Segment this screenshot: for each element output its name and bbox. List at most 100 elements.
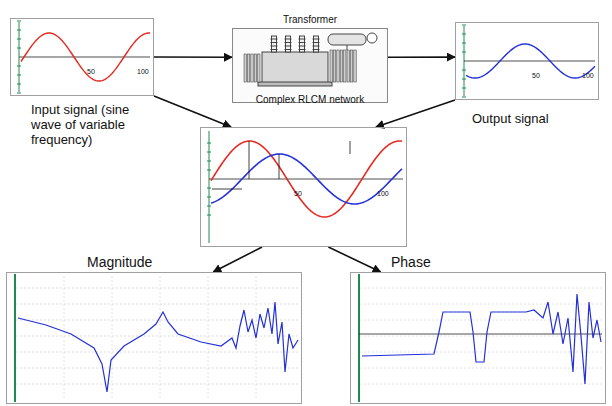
tick bbox=[207, 152, 211, 153]
measure-line bbox=[279, 154, 280, 179]
phase-curve bbox=[362, 294, 601, 384]
flow-arrow bbox=[213, 247, 262, 272]
phase-plot-drawing bbox=[350, 272, 606, 404]
grid-line bbox=[360, 336, 602, 337]
measure-line bbox=[212, 189, 242, 190]
tick bbox=[207, 161, 211, 162]
tick bbox=[462, 79, 466, 80]
measure-line bbox=[249, 141, 250, 179]
grid-line bbox=[360, 352, 602, 353]
magnitude-curve bbox=[18, 302, 298, 392]
signal-label: Input signal (sine wave of variable freq… bbox=[31, 103, 143, 148]
grid-line bbox=[360, 384, 602, 385]
tick bbox=[462, 97, 466, 98]
comparison-chart: 50 100 bbox=[200, 127, 407, 247]
measure-line bbox=[350, 141, 351, 154]
tick bbox=[17, 21, 21, 22]
flow-arrow bbox=[388, 56, 455, 58]
tick bbox=[207, 170, 211, 171]
box-ground bbox=[232, 28, 388, 103]
axis-tick: 50 bbox=[532, 64, 540, 82]
input-signal-chart-drawing bbox=[10, 18, 154, 96]
tick bbox=[462, 70, 466, 71]
axis-tick: 50 bbox=[294, 182, 302, 200]
x-axis bbox=[464, 61, 595, 62]
input-sine bbox=[21, 33, 150, 81]
tick bbox=[462, 25, 466, 26]
y-axis bbox=[358, 274, 360, 402]
tick bbox=[17, 30, 21, 31]
axis-tick: 100 bbox=[582, 72, 594, 80]
phase-plot: Phase bbox=[350, 272, 606, 404]
grid-line bbox=[360, 368, 602, 369]
axis-tick: 50 bbox=[294, 190, 302, 198]
plot-heading: Magnitude bbox=[87, 253, 152, 271]
tick bbox=[17, 39, 21, 40]
tick bbox=[462, 43, 466, 44]
tick bbox=[17, 66, 21, 67]
grid-line bbox=[112, 276, 113, 400]
flow-arrow bbox=[154, 56, 232, 58]
output-sine bbox=[466, 44, 595, 78]
grid-line bbox=[64, 276, 65, 400]
signal-label: Output signal bbox=[472, 109, 549, 127]
transformer-box: TransformerComplex RLCM network bbox=[232, 28, 388, 103]
grid-line bbox=[360, 288, 602, 289]
output-signal-chart: Output signal50100 bbox=[455, 22, 599, 100]
tick bbox=[462, 88, 466, 89]
tick bbox=[17, 48, 21, 49]
axis-tick: 50 bbox=[532, 72, 540, 80]
plot-ground bbox=[10, 18, 154, 96]
signal-label: Output signal bbox=[472, 112, 549, 127]
tick bbox=[207, 206, 211, 207]
input-signal-chart: Input signal (sine wave of variable freq… bbox=[10, 18, 154, 96]
axis-tick: 100 bbox=[582, 64, 594, 82]
y-axis bbox=[209, 131, 210, 243]
axis-tick: 100 bbox=[137, 68, 149, 76]
magnitude-plot-drawing bbox=[6, 272, 302, 404]
flow-arrow bbox=[328, 247, 380, 272]
transformer-illustration bbox=[244, 33, 377, 86]
axis-tick: 100 bbox=[137, 60, 149, 78]
box-caption: Complex RLCM network bbox=[233, 89, 387, 107]
axis-tick: 100 bbox=[377, 190, 389, 198]
tick bbox=[17, 84, 21, 85]
x-axis bbox=[209, 179, 403, 180]
tick bbox=[207, 197, 211, 198]
plot-ground bbox=[455, 22, 599, 100]
magnitude-plot: Magnitude bbox=[6, 272, 302, 404]
tick bbox=[17, 93, 21, 94]
flow-arrow bbox=[154, 96, 231, 127]
y-axis bbox=[14, 274, 16, 402]
comparison-chart-drawing bbox=[200, 127, 407, 247]
axis-tick: 50 bbox=[87, 68, 95, 76]
plot-ground bbox=[200, 127, 407, 247]
plot-heading: Phase bbox=[391, 253, 431, 271]
tick bbox=[207, 215, 211, 216]
plot-heading: Phase bbox=[391, 254, 431, 270]
box-title: Transformer bbox=[283, 14, 337, 26]
signal-label: Input signal (sine wave of variable freq… bbox=[31, 103, 143, 148]
box-caption: Complex RLCM network bbox=[256, 94, 364, 106]
grid-line bbox=[360, 304, 602, 305]
tick bbox=[207, 188, 211, 189]
plot-heading: Magnitude bbox=[87, 254, 152, 270]
output-signal-chart-drawing bbox=[455, 22, 599, 100]
flow-arrow bbox=[376, 100, 455, 127]
x-axis bbox=[19, 57, 150, 58]
grid-line bbox=[160, 276, 161, 400]
plot-ground bbox=[6, 272, 302, 404]
tick bbox=[17, 75, 21, 76]
axis-tick: 50 bbox=[87, 60, 95, 78]
transformer-box-drawing bbox=[232, 28, 388, 103]
grid-line bbox=[208, 276, 209, 400]
tick bbox=[462, 52, 466, 53]
box-title: Transformer bbox=[233, 9, 387, 27]
grid-line bbox=[360, 320, 602, 321]
plot-ground bbox=[350, 272, 606, 404]
tick bbox=[207, 143, 211, 144]
